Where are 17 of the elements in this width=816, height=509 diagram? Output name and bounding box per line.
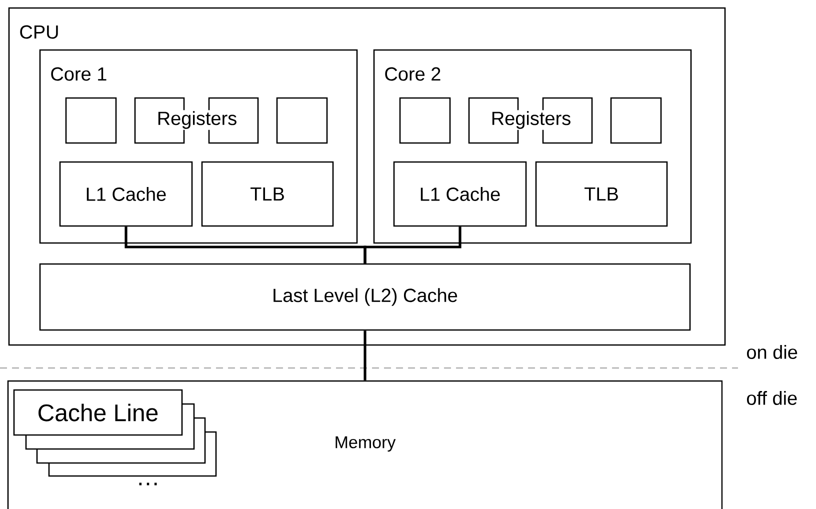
component-box: Last Level (L2) Cache bbox=[39, 263, 691, 331]
side-label: on die bbox=[747, 345, 798, 359]
register-label: Registers bbox=[156, 110, 238, 130]
component-box: L1 Cache bbox=[59, 161, 193, 227]
register-box bbox=[399, 97, 451, 144]
connector-line bbox=[124, 226, 366, 264]
component-box: Cache Line bbox=[13, 389, 183, 436]
register-label: Registers bbox=[490, 110, 572, 130]
connector-line bbox=[364, 330, 366, 380]
register-box bbox=[276, 97, 328, 144]
ellipsis: … bbox=[139, 482, 157, 486]
register-box bbox=[65, 97, 117, 144]
component-box: L1 Cache bbox=[393, 161, 527, 227]
register-box bbox=[610, 97, 662, 144]
component-box: TLB bbox=[201, 161, 334, 227]
side-label: off die bbox=[747, 391, 797, 405]
component-box: TLB bbox=[535, 161, 668, 227]
